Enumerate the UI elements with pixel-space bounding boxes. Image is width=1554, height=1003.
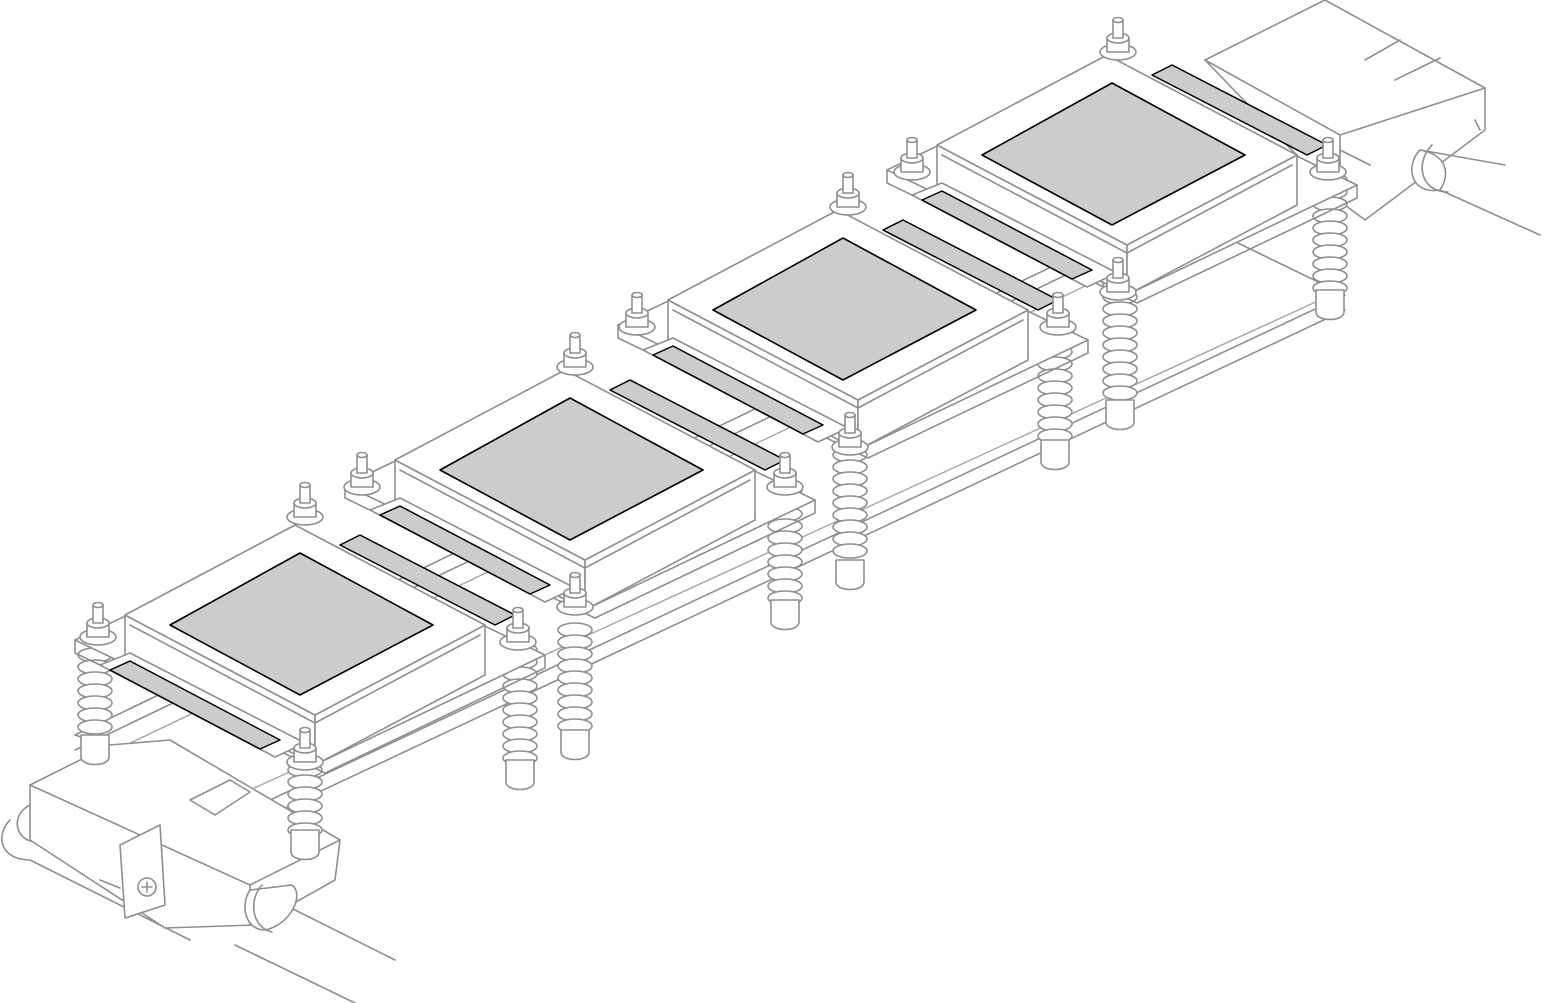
screw-post-5 (556, 571, 594, 616)
screw-post-7 (343, 451, 381, 496)
thermal-pad (439, 397, 704, 541)
spring-4 (557, 622, 593, 761)
screw-post-16 (1309, 136, 1347, 181)
thermal-pad (169, 552, 434, 696)
module-2 (344, 369, 816, 619)
screw-post-6 (556, 331, 594, 376)
screw-post-1 (79, 601, 117, 646)
module-4 (886, 54, 1358, 304)
screw-post-9 (618, 291, 656, 336)
thermal-strip (921, 190, 1093, 280)
screw-post-15 (1099, 256, 1137, 301)
screw-post-8 (766, 451, 804, 496)
screw-posts (79, 16, 1347, 771)
screw-post-4 (499, 606, 537, 651)
cold-plate-modules (74, 54, 1358, 774)
thermal-strip (379, 505, 551, 595)
right-hose-connector (1204, 0, 1541, 236)
thermal-pad (981, 82, 1246, 226)
module-3 (617, 209, 1089, 459)
screw-post-3 (286, 726, 324, 771)
screw-post-13 (1039, 291, 1077, 336)
screw-post-12 (893, 136, 931, 181)
spring-2 (287, 762, 323, 861)
thermal-strip (652, 345, 824, 435)
module-1 (74, 524, 546, 774)
thermal-pad (712, 237, 977, 381)
screw-post-10 (829, 171, 867, 216)
screw-post-14 (1099, 16, 1137, 61)
spring-6 (832, 447, 868, 591)
left-hose-connector (1, 739, 396, 1003)
screw-icon (137, 877, 157, 897)
screw-post-2 (286, 481, 324, 526)
screw-post-11 (831, 411, 869, 456)
thermal-strip (109, 660, 281, 750)
